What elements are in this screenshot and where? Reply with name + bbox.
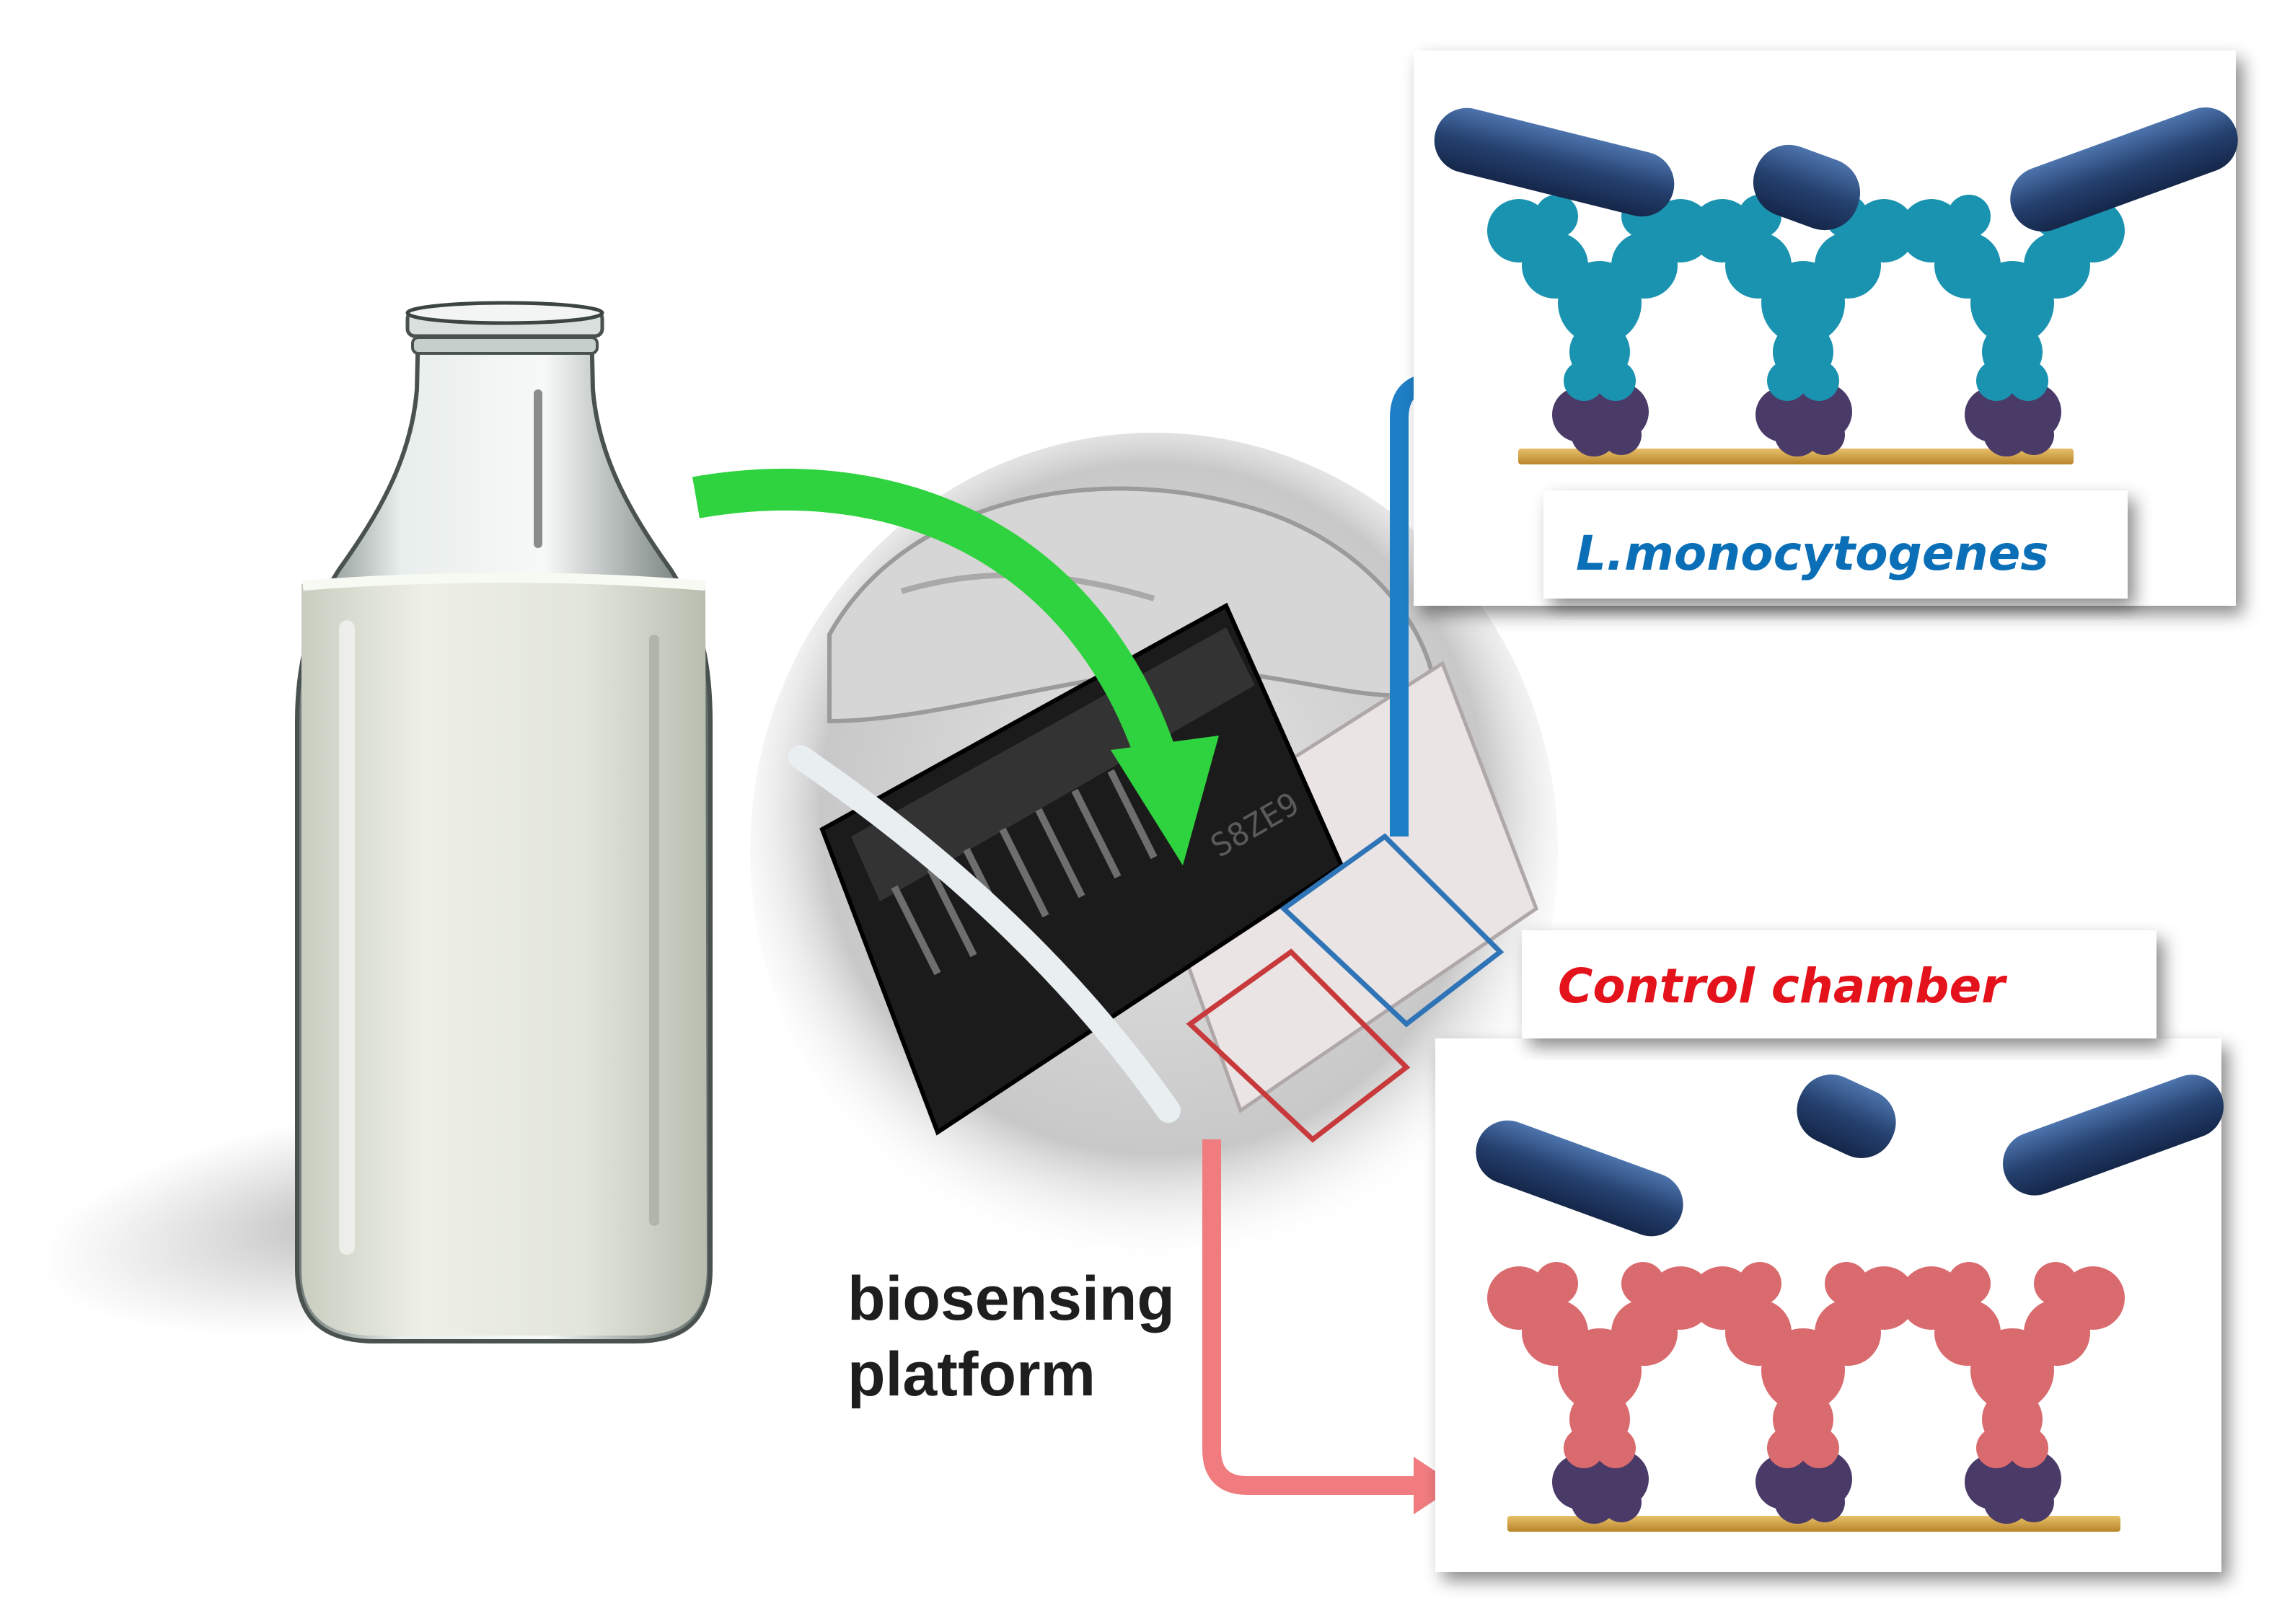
target-panel-label: L.monocytogenes [1576, 526, 2049, 581]
sample-flow-arrow [692, 469, 1219, 865]
bacterium-icon [1434, 107, 2238, 232]
control-panel: Control chamber [1435, 930, 2224, 1572]
platform-label-line1: biosensing [847, 1264, 1175, 1333]
target-panel: L.monocytogenes [1414, 50, 2238, 606]
bacterium-icon [1476, 1074, 2224, 1237]
gold-surface [1507, 1516, 2120, 1532]
platform-label-line2: platform [847, 1340, 1096, 1409]
control-panel-label: Control chamber [1558, 958, 2007, 1014]
milk-bottle-icon [39, 301, 713, 1343]
gold-surface [1518, 449, 2074, 464]
